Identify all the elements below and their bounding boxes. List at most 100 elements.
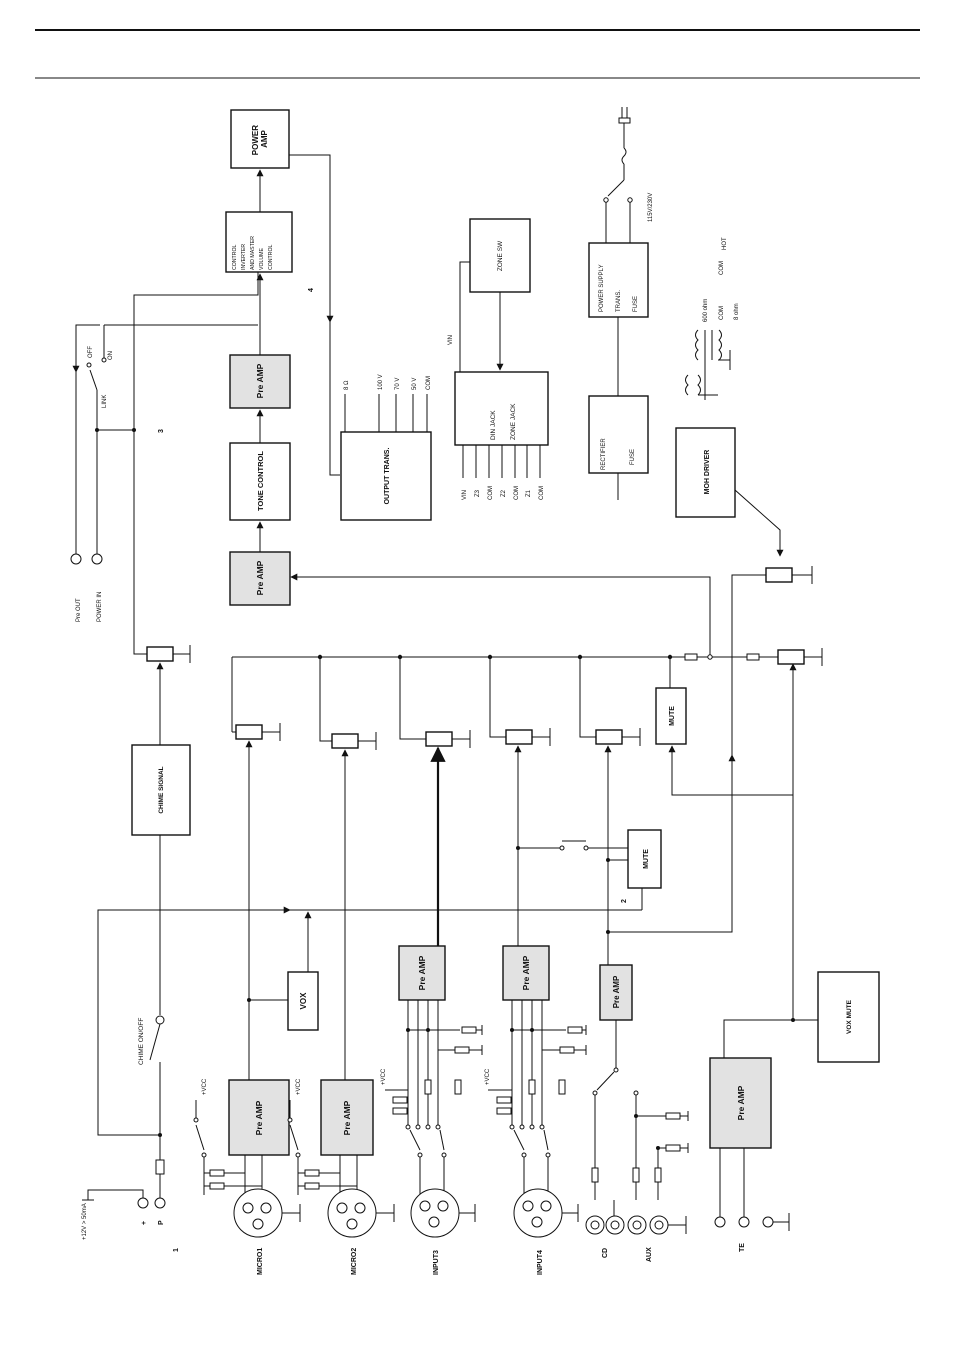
tap-70v-label: 70 V <box>395 378 401 390</box>
output-trans-block <box>340 431 432 521</box>
cd-aux-input-network <box>591 1020 689 1225</box>
pre-out-terminal <box>70 553 82 565</box>
cd-aux-preamp-label: Pre AMP <box>612 975 621 1008</box>
mic2-preamp-block <box>320 1079 374 1156</box>
svg-text:+VCC: +VCC <box>202 1078 208 1095</box>
svg-text:+VCC: +VCC <box>296 1078 302 1095</box>
mic2-preamp-label: Pre AMP <box>342 1100 352 1135</box>
pin-z1-label: Z1 <box>526 489 532 497</box>
tap-50v-label: 50 V <box>412 378 418 390</box>
te-terminal-2 <box>738 1216 750 1228</box>
mic1-input-network: +VCC <box>193 1078 263 1198</box>
power-supply-block <box>588 242 649 318</box>
input3-preamp-label: Pre AMP <box>417 955 427 990</box>
power-supply-label: POWER SUPPLY <box>599 264 605 312</box>
din-jack-block <box>454 371 549 446</box>
micro2-connector <box>327 1188 395 1238</box>
input3-connector <box>410 1188 476 1238</box>
chime-signal-block <box>131 744 191 836</box>
te-label: TE <box>739 1243 746 1252</box>
pin-vin-label: VIN <box>462 490 468 500</box>
link-label: LINK <box>102 395 108 408</box>
trans-label: TRANS. <box>616 290 622 312</box>
micro2-label: MICRO2 <box>351 1248 358 1275</box>
mains-plug-icon <box>603 107 633 243</box>
cd-label: CD <box>602 1248 609 1258</box>
channel-pot-5 <box>579 657 641 746</box>
te-terminal-1 <box>714 1216 726 1228</box>
p-label: P <box>158 1220 165 1225</box>
input3-label: INPUT3 <box>433 1250 440 1275</box>
pre-amp-top-label: Pre AMP <box>255 363 265 398</box>
micro1-label: MICRO1 <box>257 1248 264 1275</box>
control-inverter-label: CONTROL INVERTER AND MASTER VOLUME CONTR… <box>232 235 274 270</box>
mains-label: 115V/230V <box>648 193 654 222</box>
tap-8ohm-label: 8 Ω <box>344 380 350 390</box>
power-amp-block <box>230 109 290 169</box>
zone-jack-label: ZONE JACK <box>510 403 517 440</box>
on-label: ON <box>108 351 114 360</box>
node-1-label: 1 <box>173 1248 180 1252</box>
vox-block <box>287 971 319 1031</box>
channel-pot-1 <box>232 723 281 741</box>
mic2-input-network: +VCC <box>287 1078 358 1198</box>
te-preamp-label: Pre AMP <box>736 1085 746 1120</box>
jack-pins <box>462 445 541 478</box>
mute-ch5-label: MUTE <box>643 849 650 869</box>
wire-power-to-output <box>289 154 340 476</box>
pre-amp-mid-block <box>229 551 291 606</box>
chime-pot <box>146 646 174 662</box>
micro1-connector <box>233 1188 301 1238</box>
pin-com3-label: COM <box>539 486 545 500</box>
vin-top-label: VIN <box>448 335 454 345</box>
power-in-terminal <box>91 553 103 565</box>
fuse-label-1: FUSE <box>633 296 639 312</box>
ohm600-label: 600 ohm <box>703 299 709 322</box>
te-preamp-block <box>709 1057 772 1149</box>
pin-com1-label: COM <box>488 486 494 500</box>
moh-com-label-2: COM <box>719 261 725 275</box>
pre-amp-top-block <box>229 354 291 409</box>
mute-bus-label: MUTE <box>669 706 676 726</box>
chime-onoff-label: CHIME ON/OFF <box>138 1018 145 1065</box>
vox-label: VOX <box>299 992 308 1010</box>
mute-bus-block <box>655 687 687 745</box>
zone-sw-label: ZONE SW <box>497 240 504 271</box>
cd-aux-rca-jacks <box>585 1215 687 1235</box>
input4-input-network: +VCC <box>485 1000 587 1125</box>
channel-pot-2 <box>319 657 377 750</box>
channel-pot-4 <box>489 657 551 746</box>
svg-text:+VCC: +VCC <box>381 1068 387 1085</box>
svg-text:+VCC: +VCC <box>485 1068 491 1085</box>
mic1-preamp-label: Pre AMP <box>254 1100 264 1135</box>
pre-amp-mid-label: Pre AMP <box>255 560 265 595</box>
control-inverter-block <box>225 211 293 273</box>
power-in-label: POWER IN <box>97 592 103 622</box>
din-jack-label: DIN JACK <box>490 410 497 440</box>
power-amp-label: POWER AMP <box>251 123 269 155</box>
output-trans-label: OUTPUT TRANS. <box>384 448 391 505</box>
input3-input-network: +VCC <box>381 1000 483 1125</box>
off-label: OFF <box>88 346 94 358</box>
moh-driver-label: MOH DRIVER <box>704 450 711 495</box>
pin-com2-label: COM <box>514 486 520 500</box>
vox-mute-block <box>817 971 880 1063</box>
pre-out-label: Pre OUT <box>76 598 82 622</box>
moh-transformer-icon <box>685 329 731 400</box>
chime-signal-label: CHIME SIGNAL <box>158 766 165 813</box>
plus-label: + <box>141 1221 148 1225</box>
moh-pot <box>765 567 793 583</box>
mic1-preamp-block <box>228 1079 290 1156</box>
rectifier-label: RECTIFIER <box>601 438 607 470</box>
input3-switch-block <box>405 1124 447 1195</box>
node-3-label: 3 <box>158 429 165 433</box>
channel-pot-3 <box>399 657 471 748</box>
ohm8-label: 8 ohm <box>734 303 740 320</box>
moh-driver-block <box>675 427 736 518</box>
hot-label: HOT <box>722 237 728 250</box>
pin-z3-label: Z3 <box>475 489 481 497</box>
input4-preamp-label: Pre AMP <box>521 955 531 990</box>
tap-100v-label: 100 V <box>378 374 384 390</box>
moh-com-label-1: COM <box>719 306 725 320</box>
